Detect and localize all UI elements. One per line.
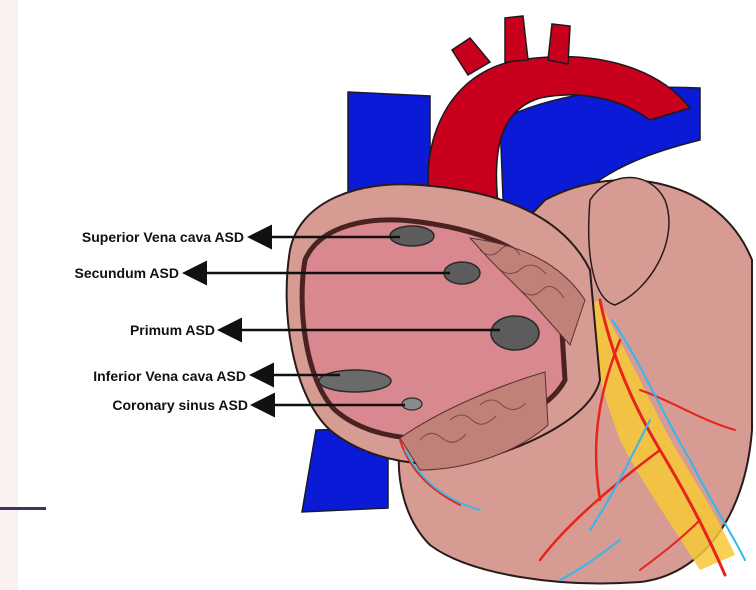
label-secundum-asd: Secundum ASD <box>75 265 180 281</box>
left-carotid-artery <box>505 16 528 62</box>
ivc-defect <box>319 370 391 392</box>
label-coronary-sinus-asd: Coronary sinus ASD <box>112 397 248 413</box>
left-subclavian-artery <box>548 24 570 64</box>
label-ivc-asd: Inferior Vena cava ASD <box>93 368 246 384</box>
brachiocephalic-artery <box>452 38 490 75</box>
primum-defect <box>491 316 539 350</box>
label-svc-asd: Superior Vena cava ASD <box>82 229 244 245</box>
label-primum-asd: Primum ASD <box>130 322 215 338</box>
